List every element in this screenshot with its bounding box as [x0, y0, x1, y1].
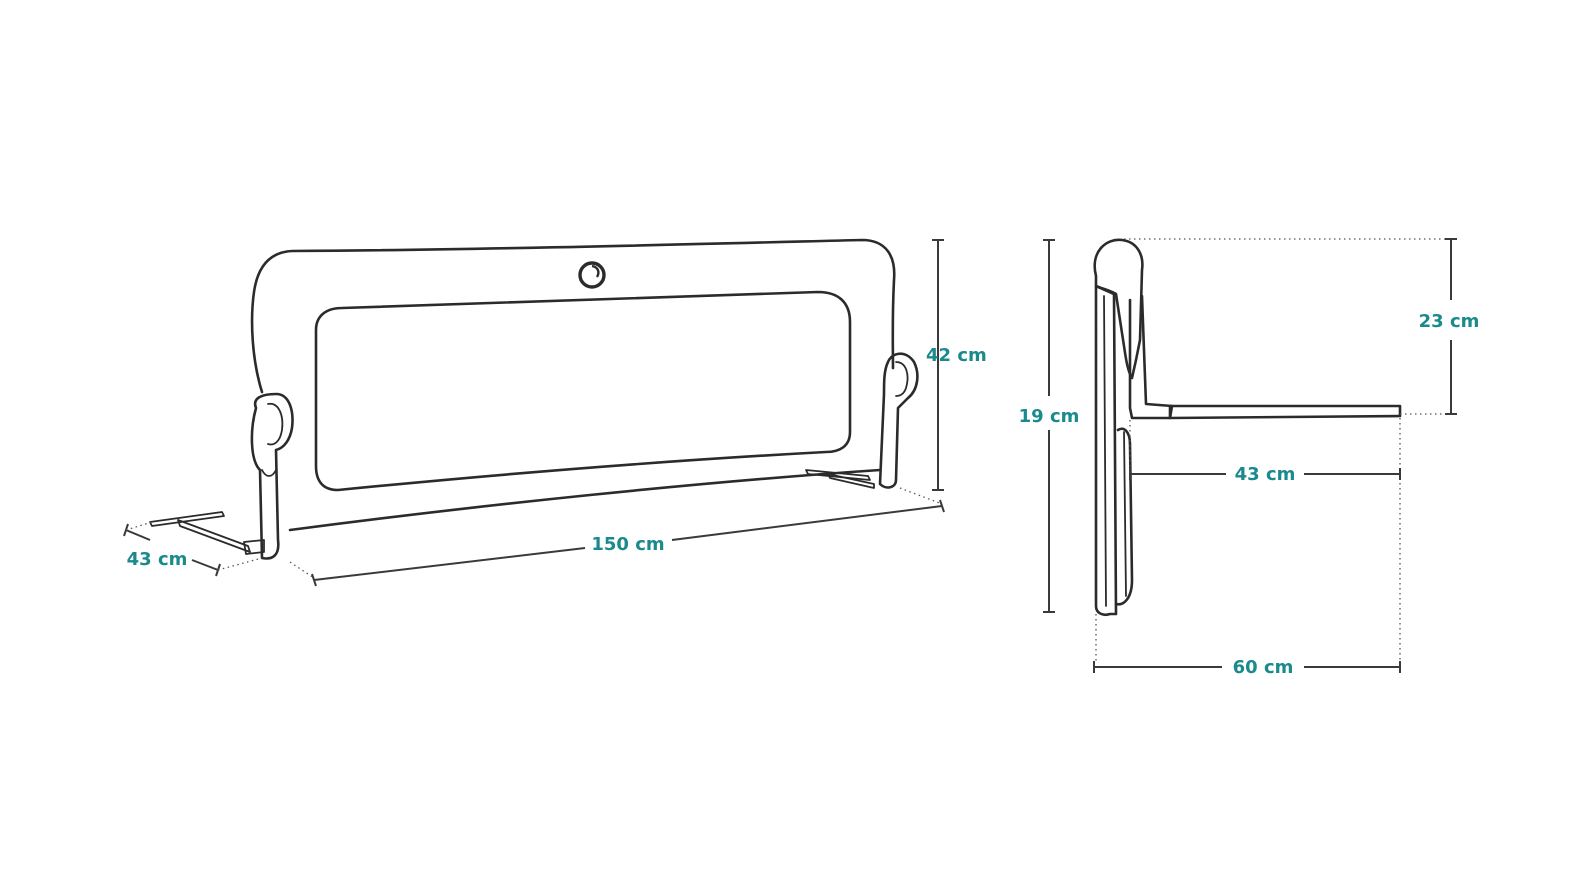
left-bracket — [149, 392, 294, 560]
release-button-icon — [578, 261, 606, 289]
side-height-label: 19 cm — [1019, 406, 1080, 427]
side-view: 19 cm 23 cm 43 cm — [1019, 238, 1480, 678]
side-panel-outline — [1094, 284, 1118, 617]
rail-height-dimension: 23 cm — [1124, 238, 1480, 415]
support-length-dimension: 43 cm — [1129, 418, 1401, 664]
rail-height-label: 23 cm — [1419, 311, 1480, 332]
right-bracket — [805, 352, 919, 489]
side-head-outline — [1093, 238, 1144, 380]
total-depth-label: 60 cm — [1233, 657, 1294, 678]
height-label: 42 cm — [926, 345, 987, 366]
support-bar-outline — [1168, 404, 1402, 420]
rail-bottom-edge — [288, 468, 882, 532]
depth-dimension: 43 cm — [123, 521, 263, 577]
depth-label: 43 cm — [127, 549, 188, 570]
mesh-panel-outline — [314, 290, 852, 492]
side-height-dimension: 19 cm — [1019, 239, 1080, 613]
width-label: 150 cm — [591, 534, 664, 555]
rail-body-outline — [250, 238, 896, 394]
total-depth-dimension: 60 cm — [1093, 614, 1401, 678]
height-dimension: 42 cm — [926, 239, 987, 491]
width-dimension: 150 cm — [289, 487, 945, 587]
support-length-label: 43 cm — [1235, 464, 1296, 485]
front-view: 150 cm 42 cm 43 cm — [123, 238, 987, 587]
